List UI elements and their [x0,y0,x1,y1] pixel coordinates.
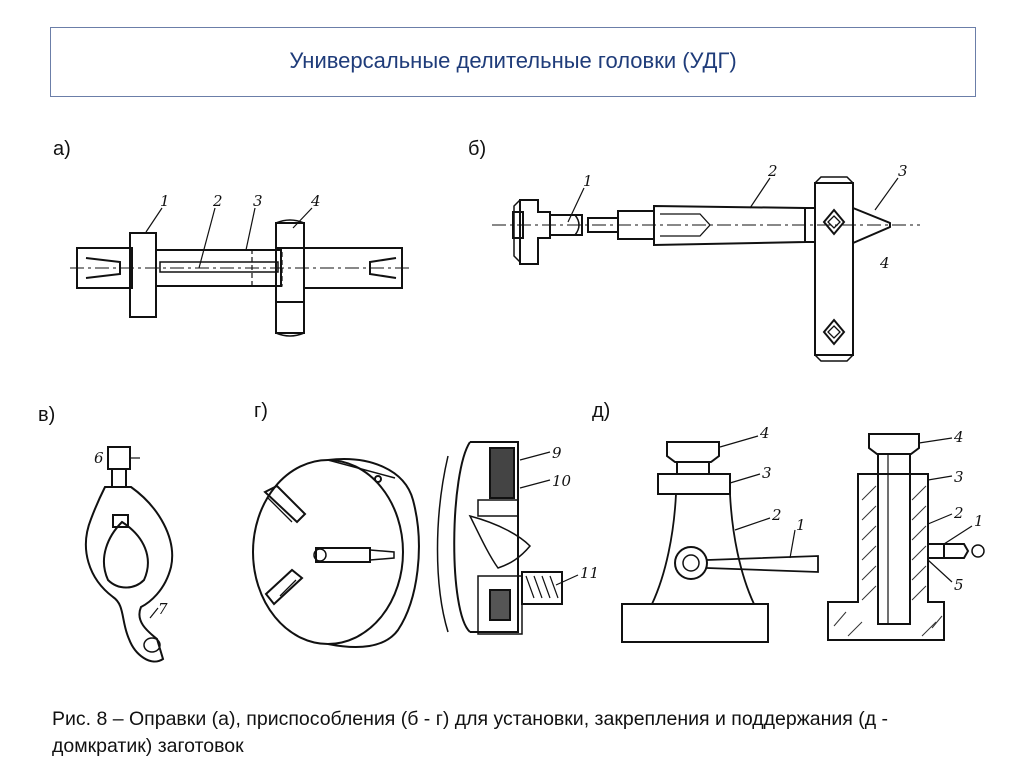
panel-label-b: б) [468,138,487,160]
driving-device-callouts: 1 2 3 4 [583,162,908,272]
callout-g-10: 10 [552,472,572,490]
three-jaw-chuck-drawing [252,441,579,649]
panel-label-g: г) [254,400,268,422]
callout-a-3: 3 [253,192,263,210]
callout-a-4: 4 [310,192,321,210]
callout-g-9: 9 [552,444,562,462]
callout-d-right-3: 3 [954,468,964,486]
jack-front-view-drawing [621,435,819,643]
slide-title: Универсальные делительные головки (УДГ) [289,48,737,73]
lathe-dog-callouts: 6 7 [94,449,168,618]
callout-d-right-2: 2 [953,504,964,522]
jack-section-view-drawing [827,433,985,641]
callout-d-right-5: 5 [954,576,964,594]
lathe-dog-drawing [84,446,174,663]
callout-d-left-4: 4 [759,424,770,442]
callout-g-11: 11 [580,564,599,582]
callout-d-right-4: 4 [953,428,964,446]
jack-front-callouts: 4 3 2 1 [759,424,806,534]
callout-b-2: 2 [767,162,778,180]
panel-label-v: в) [38,404,56,426]
callout-b-4: 4 [879,254,890,272]
chuck-callouts: 9 10 11 [552,444,599,582]
panel-label-d: д) [592,400,611,422]
title-frame: Универсальные делительные головки (УДГ) [50,27,976,97]
panel-label-a: а) [53,138,71,160]
callout-v-6: 6 [94,449,104,467]
mandrel-callouts: 1 2 3 4 [160,192,321,210]
callout-v-7: 7 [158,600,168,618]
callout-d-left-1: 1 [796,516,806,534]
callout-d-left-3: 3 [762,464,772,482]
callout-a-1: 1 [160,192,170,210]
driving-device-drawing [492,176,920,362]
callout-b-3: 3 [898,162,908,180]
jack-section-callouts: 4 3 2 1 5 [953,428,984,594]
callout-d-left-2: 2 [771,506,782,524]
callout-d-right-1: 1 [974,512,984,530]
figure-caption: Рис. 8 – Оправки (а), приспособления (б … [52,708,889,757]
mandrel-drawing [70,207,410,337]
callout-a-2: 2 [212,192,223,210]
callout-b-1: 1 [583,172,593,190]
